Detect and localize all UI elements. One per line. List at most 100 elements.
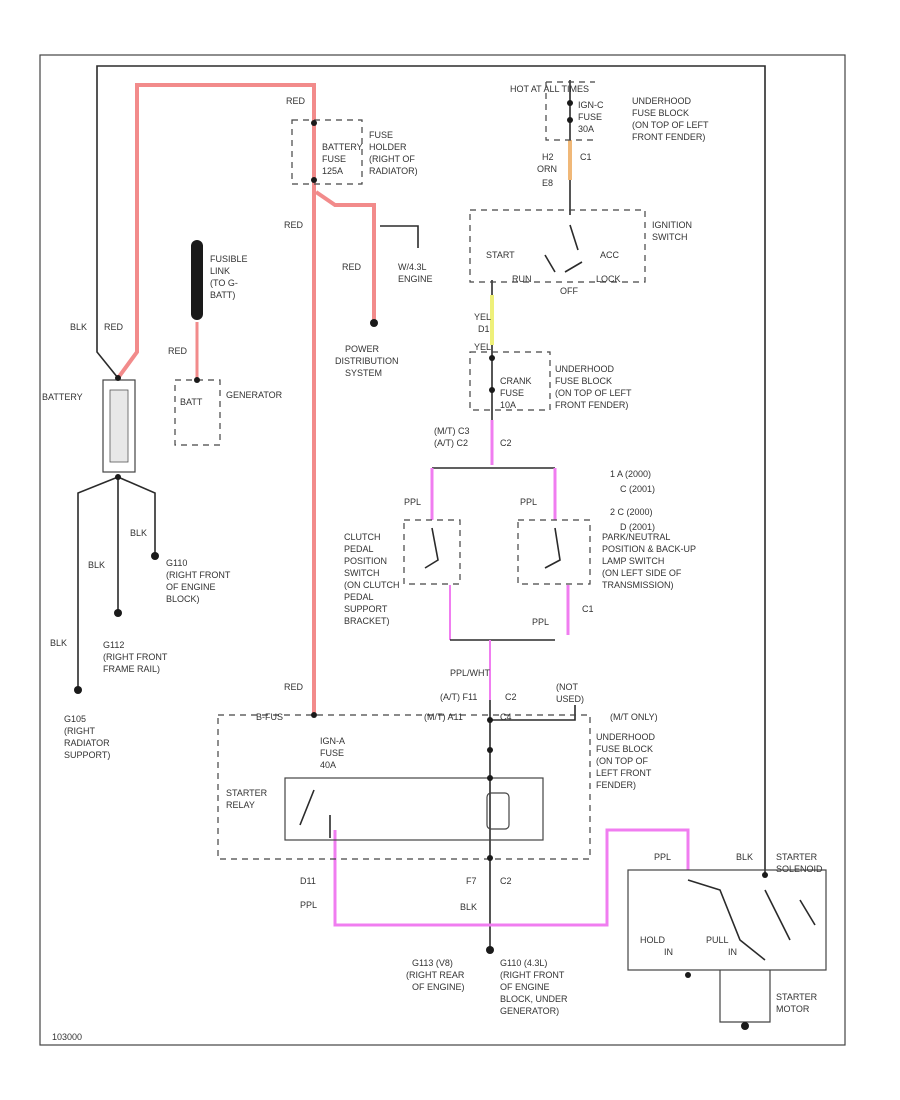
battery-cells [109, 389, 129, 463]
blk-solenoid-label: BLK [736, 852, 753, 862]
svg-text:(TO G-: (TO G- [210, 278, 238, 288]
svg-text:STARTER: STARTER [226, 788, 268, 798]
run-label: RUN [512, 274, 532, 284]
svg-text:(ON CLUTCH: (ON CLUTCH [344, 580, 400, 590]
svg-text:G112: G112 [103, 640, 124, 650]
off-label: OFF [560, 286, 578, 296]
svg-text:PEDAL: PEDAL [344, 592, 374, 602]
g110-label: G110 (RIGHT FRONT OF ENGINE BLOCK) [166, 558, 231, 604]
h2-label: H2 [542, 152, 554, 162]
svg-text:IGNITION: IGNITION [652, 220, 692, 230]
svg-text:G110 (4.3L): G110 (4.3L) [500, 958, 547, 968]
svg-text:FUSIBLE: FUSIBLE [210, 254, 248, 264]
splice-dots [74, 100, 768, 978]
svg-text:FUSE BLOCK: FUSE BLOCK [596, 744, 653, 754]
svg-text:G110: G110 [166, 558, 187, 568]
svg-text:LEFT FRONT: LEFT FRONT [596, 768, 652, 778]
red-battery-label: RED [104, 322, 124, 332]
svg-text:LAMP SWITCH: LAMP SWITCH [602, 556, 664, 566]
yel-label: YEL [474, 312, 491, 322]
pds-label: POWER DISTRIBUTION SYSTEM [335, 344, 399, 378]
batt-gen-label: BATT [180, 397, 203, 407]
svg-text:STARTER: STARTER [776, 852, 818, 862]
starter-solenoid-label: STARTER SOLENOID [776, 852, 823, 874]
battery-fuse-label: BATTERY FUSE 125A [322, 142, 363, 176]
ppl-wht-label: PPL/WHT [450, 668, 491, 678]
battery-label: BATTERY [42, 392, 83, 402]
park-neutral-switch-label: PARK/NEUTRAL POSITION & BACK-UP LAMP SWI… [602, 532, 696, 590]
svg-text:FUSE: FUSE [578, 112, 602, 122]
generator-box [174, 379, 221, 446]
ign-c-fuse-label: IGN-C FUSE 30A [578, 100, 604, 134]
red-mid-label: RED [284, 220, 304, 230]
svg-text:(ON TOP OF: (ON TOP OF [596, 756, 649, 766]
svg-text:GENERATOR): GENERATOR) [500, 1006, 559, 1016]
svg-text:MOTOR: MOTOR [776, 1004, 810, 1014]
solenoid-feed-ppl [333, 828, 690, 927]
svg-text:ENGINE: ENGINE [398, 274, 433, 284]
svg-text:STARTER: STARTER [776, 992, 818, 1002]
svg-text:30A: 30A [578, 124, 594, 134]
svg-text:40A: 40A [320, 760, 336, 770]
svg-text:USED): USED) [556, 694, 584, 704]
svg-text:UNDERHOOD: UNDERHOOD [632, 96, 692, 106]
red-gen-label: RED [168, 346, 188, 356]
ppl-solenoid-label: PPL [654, 852, 671, 862]
hot-at-all-times-label: HOT AT ALL TIMES [510, 84, 589, 94]
clutch-contact [424, 527, 439, 569]
at-f11-label: (A/T) F11 [440, 692, 477, 702]
svg-text:(M/T) C3: (M/T) C3 [434, 426, 470, 436]
svg-text:(RIGHT OF: (RIGHT OF [369, 154, 415, 164]
svg-text:HOLD: HOLD [640, 935, 666, 945]
svg-text:W/4.3L: W/4.3L [398, 262, 427, 272]
ignition-switch-label: IGNITION SWITCH [652, 220, 692, 242]
hold-in-label: HOLD IN [640, 935, 673, 957]
svg-text:BATT): BATT) [210, 290, 235, 300]
svg-text:FRAME RAIL): FRAME RAIL) [103, 664, 160, 674]
svg-text:IN: IN [664, 947, 673, 957]
svg-text:SOLENOID: SOLENOID [776, 864, 823, 874]
blk-bottom-label: BLK [460, 902, 477, 912]
ign-a-fuse-label: IGN-A FUSE 40A [320, 736, 345, 770]
d1-label: D1 [478, 324, 490, 334]
fuse-holder-label: FUSE HOLDER (RIGHT OF RADIATOR) [369, 130, 418, 176]
svg-text:PEDAL: PEDAL [344, 544, 374, 554]
svg-text:D (2001): D (2001) [620, 522, 655, 532]
crank-fuse-label: CRANK FUSE 10A [500, 376, 532, 410]
svg-text:(RIGHT FRONT: (RIGHT FRONT [166, 570, 231, 580]
c2-bottom-label: C2 [500, 876, 512, 886]
svg-text:FUSE: FUSE [322, 154, 346, 164]
svg-text:CLUTCH: CLUTCH [344, 532, 381, 542]
park-neutral-box [517, 519, 591, 585]
diagram-frame [39, 54, 846, 1046]
ground-wires [77, 476, 156, 690]
svg-text:(ON TOP OF LEFT: (ON TOP OF LEFT [632, 120, 709, 130]
svg-text:FUSE: FUSE [320, 748, 344, 758]
clutch-switch-box [403, 519, 461, 585]
ppl-bottom-label: PPL [300, 900, 317, 910]
g105-label: G105 (RIGHT RADIATOR SUPPORT) [64, 714, 110, 760]
svg-text:UNDERHOOD: UNDERHOOD [555, 364, 615, 374]
svg-text:(RIGHT FRONT: (RIGHT FRONT [500, 970, 565, 980]
blk-g112-label: BLK [88, 560, 105, 570]
svg-text:G105: G105 [64, 714, 86, 724]
svg-text:BLOCK): BLOCK) [166, 594, 200, 604]
f7-label: F7 [466, 876, 477, 886]
svg-text:(RIGHT: (RIGHT [64, 726, 95, 736]
starter-motor-lines [719, 970, 771, 1023]
svg-text:C2: C2 [500, 438, 512, 448]
svg-text:OF ENGINE: OF ENGINE [166, 582, 216, 592]
svg-text:FRONT FENDER): FRONT FENDER) [555, 400, 628, 410]
year-notes: 1 A (2000) C (2001) 2 C (2000) D (2001) [610, 469, 655, 532]
svg-text:DISTRIBUTION: DISTRIBUTION [335, 356, 399, 366]
starter-relay-label: STARTER RELAY [226, 788, 268, 810]
svg-text:PULL: PULL [706, 935, 729, 945]
svg-text:TRANSMISSION): TRANSMISSION) [602, 580, 674, 590]
ppl-right-label: PPL [520, 497, 537, 507]
ppl-lower-label: PPL [532, 617, 549, 627]
svg-text:FENDER): FENDER) [596, 780, 636, 790]
blk-g105-label: BLK [50, 638, 67, 648]
svg-text:OF ENGINE): OF ENGINE) [412, 982, 465, 992]
svg-text:FUSE BLOCK: FUSE BLOCK [555, 376, 612, 386]
svg-text:LINK: LINK [210, 266, 230, 276]
